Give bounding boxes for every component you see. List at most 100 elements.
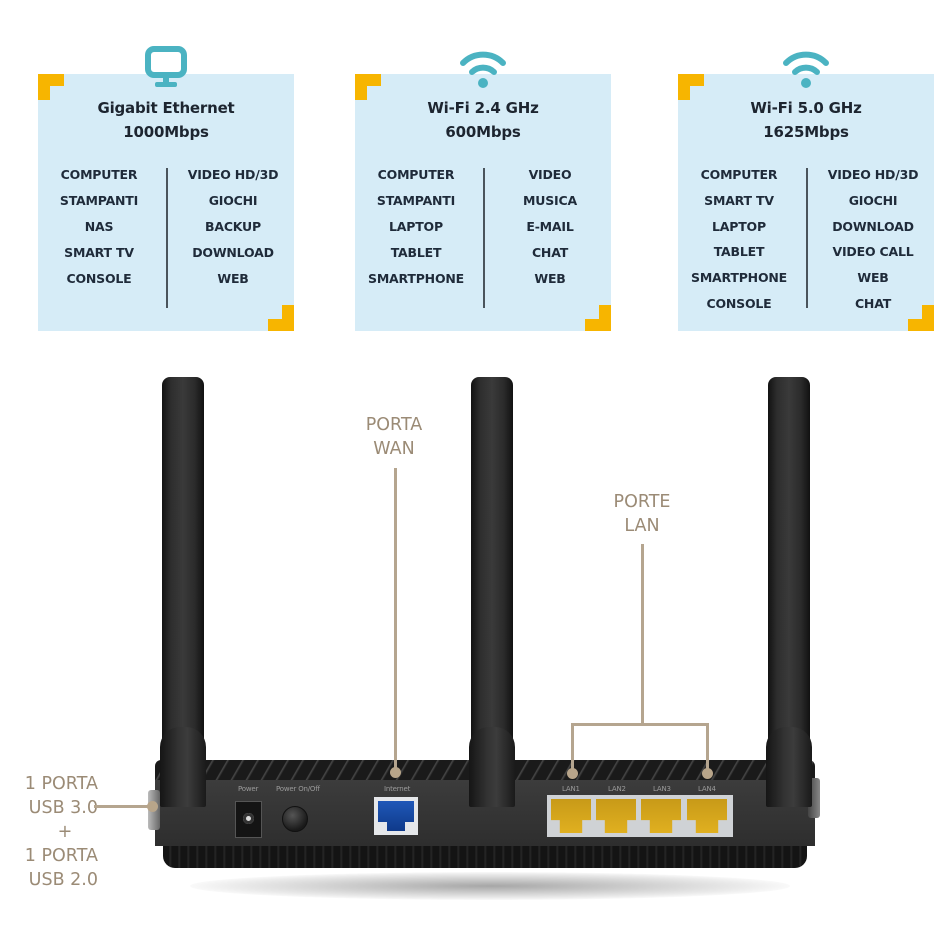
list-item: GIOCHI — [208, 193, 258, 208]
list-item: VIDEO CALL — [832, 244, 914, 260]
lan4-label: LAN4 — [698, 785, 716, 793]
wan-callout-dot — [390, 767, 401, 778]
callout-line-2: WAN — [373, 439, 415, 459]
list-item: TABLET — [390, 245, 442, 260]
panel-speed: 600Mbps — [445, 123, 521, 141]
wan-jack — [378, 801, 414, 831]
list-item: LAPTOP — [389, 219, 443, 234]
callout-line-5: USB 2.0 — [28, 870, 98, 890]
monitor-ethernet-icon — [145, 46, 187, 87]
list-item: CHAT — [531, 245, 569, 260]
internet-label: Internet — [384, 785, 411, 793]
wan-callout: PORTA WAN — [356, 413, 432, 461]
callout-line-2: USB 3.0 — [28, 798, 98, 818]
lan-port-1 — [551, 799, 591, 833]
lan-callout-branch-1 — [571, 723, 574, 771]
corner-accent — [38, 74, 64, 100]
list-item: SMART TV — [704, 192, 774, 208]
usage-list: VIDEO HD/3D GIOCHI DOWNLOAD VIDEO CALL W… — [812, 162, 934, 317]
lan-callout-bar — [571, 723, 709, 726]
list-item: STAMPANTI — [376, 193, 456, 208]
list-item: WEB — [534, 271, 566, 286]
panel-title: Gigabit Ethernet 1000Mbps — [38, 96, 294, 144]
device-list: COMPUTER SMART TV LAPTOP TABLET SMARTPHO… — [678, 162, 800, 317]
list-item: DOWNLOAD — [192, 245, 274, 260]
panel-title-name: Wi-Fi 5.0 GHz — [750, 99, 862, 117]
lan-callout-branch-4 — [706, 723, 709, 771]
panel-title: Wi-Fi 5.0 GHz 1625Mbps — [678, 96, 934, 144]
column-divider — [483, 168, 485, 308]
list-item: LAPTOP — [712, 218, 766, 234]
antenna-hinge — [469, 727, 515, 807]
list-item: COMPUTER — [700, 167, 778, 182]
corner-accent — [678, 74, 704, 100]
power-onoff-label: Power On/Off — [276, 785, 320, 793]
lan-port-3 — [641, 799, 681, 833]
wifi-icon — [460, 51, 506, 88]
lan1-label: LAN1 — [562, 785, 580, 793]
panel-title: Wi-Fi 2.4 GHz 600Mbps — [355, 96, 611, 144]
panel-gigabit-ethernet: Gigabit Ethernet 1000Mbps COMPUTER STAMP… — [38, 46, 294, 331]
corner-accent — [268, 305, 294, 331]
wan-callout-line — [394, 468, 397, 770]
callout-plus: + — [57, 822, 73, 842]
lan-callout: PORTE LAN — [602, 490, 682, 538]
panel-speed: 1625Mbps — [763, 123, 849, 141]
list-item: COMPUTER — [377, 167, 455, 182]
usage-list: VIDEO HD/3D GIOCHI BACKUP DOWNLOAD WEB — [172, 162, 294, 292]
list-item: SMART TV — [64, 245, 134, 260]
lan-port-2 — [596, 799, 636, 833]
usb-callout-line — [94, 805, 150, 808]
corner-accent — [355, 74, 381, 100]
usb-callout-dot — [147, 801, 158, 812]
list-item: MUSICA — [523, 193, 577, 208]
list-item: SMARTPHONE — [691, 270, 787, 286]
power-jack — [235, 801, 262, 838]
antenna-hinge — [160, 727, 206, 807]
list-item: GIOCHI — [848, 192, 898, 208]
list-item: E-MAIL — [526, 219, 574, 234]
corner-accent — [585, 305, 611, 331]
panel-wifi-24ghz: Wi-Fi 2.4 GHz 600Mbps COMPUTER STAMPANTI… — [355, 51, 611, 331]
list-item: STAMPANTI — [59, 193, 139, 208]
antenna-right — [766, 377, 812, 807]
lan-port-4 — [687, 799, 727, 833]
power-label: Power — [238, 785, 259, 793]
list-item: CONSOLE — [66, 271, 132, 286]
list-item: WEB — [857, 270, 889, 286]
usage-list: VIDEO MUSICA E-MAIL CHAT WEB — [489, 162, 611, 292]
list-item: WEB — [217, 271, 249, 286]
column-divider — [166, 168, 168, 308]
column-divider — [806, 168, 808, 308]
list-item: VIDEO HD/3D — [187, 167, 279, 182]
callout-line-1: PORTE — [613, 492, 671, 512]
panel-title-name: Wi-Fi 2.4 GHz — [427, 99, 539, 117]
list-item: NAS — [84, 219, 114, 234]
callout-line-4: 1 PORTA — [24, 846, 98, 866]
callout-line-1: PORTA — [365, 415, 423, 435]
list-item: DOWNLOAD — [832, 218, 914, 234]
wan-port — [374, 797, 418, 835]
lan1-callout-dot — [567, 768, 578, 779]
list-item: VIDEO — [528, 167, 572, 182]
lan3-label: LAN3 — [653, 785, 671, 793]
callout-line-1: 1 PORTA — [24, 774, 98, 794]
list-item: TABLET — [713, 244, 765, 260]
list-item: SMARTPHONE — [368, 271, 464, 286]
list-item: BACKUP — [205, 219, 261, 234]
power-button[interactable] — [282, 806, 308, 832]
wifi-icon — [783, 51, 829, 88]
usb-callout: 1 PORTA USB 3.0 + 1 PORTA USB 2.0 — [2, 772, 98, 892]
list-item: CONSOLE — [706, 295, 772, 311]
callout-line-2: LAN — [624, 516, 660, 536]
antenna-middle — [469, 377, 515, 807]
router-shadow — [190, 872, 790, 900]
lan2-label: LAN2 — [608, 785, 626, 793]
router-bottom-grille — [163, 846, 807, 868]
panel-title-name: Gigabit Ethernet — [97, 99, 235, 117]
antenna-hinge — [766, 727, 812, 807]
device-list: COMPUTER STAMPANTI LAPTOP TABLET SMARTPH… — [355, 162, 477, 292]
corner-accent — [908, 305, 934, 331]
device-list: COMPUTER STAMPANTI NAS SMART TV CONSOLE — [38, 162, 160, 292]
lan-ports — [547, 795, 733, 837]
